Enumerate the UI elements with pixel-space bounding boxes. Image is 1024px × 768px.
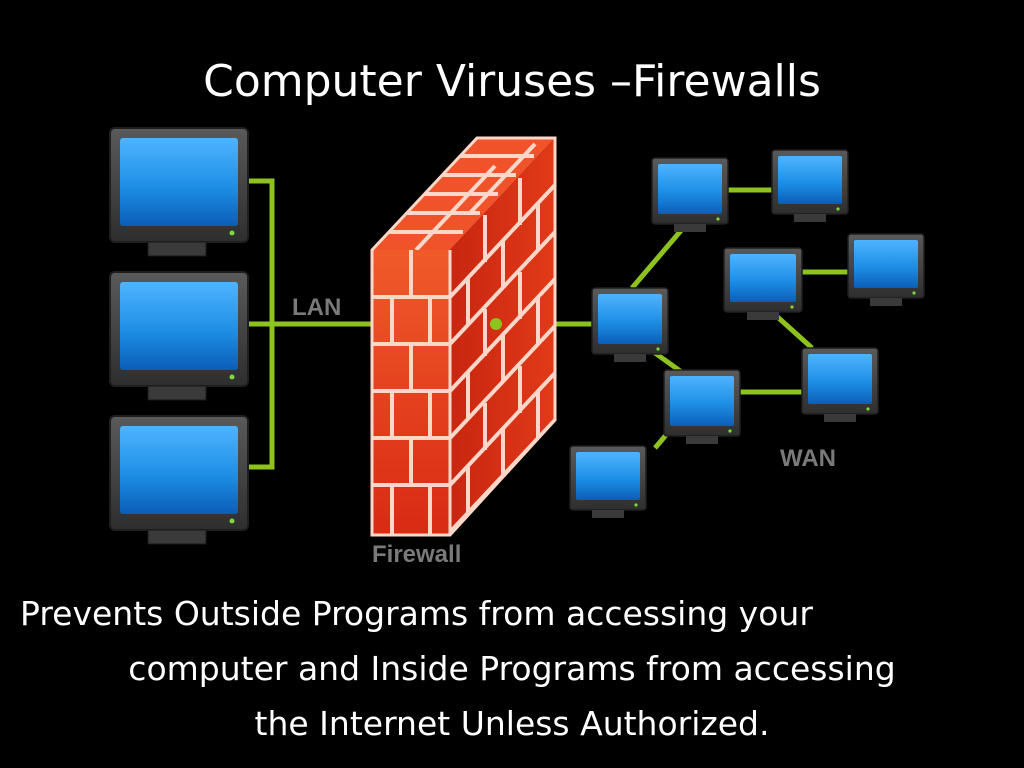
- lan-computer-3-icon: [109, 415, 249, 545]
- wan-computer-5-icon: [591, 287, 669, 362]
- firewall-label: Firewall: [372, 541, 461, 568]
- wan-computer-3-icon: [723, 247, 803, 320]
- brick-firewall-icon: [370, 136, 557, 537]
- firewall-connection-dot: [490, 318, 502, 330]
- slide-title: Computer Viruses –Firewalls: [203, 56, 821, 107]
- lan-computer-1-icon: [109, 127, 249, 257]
- lan-computer-2-icon: [109, 271, 249, 401]
- wan-computer-7-icon: [663, 369, 741, 444]
- wan-computer-6-icon: [801, 347, 879, 422]
- lan-label: LAN: [292, 294, 341, 321]
- wan-computer-1-icon: [651, 157, 729, 232]
- wan-label: WAN: [780, 445, 836, 472]
- wan-computer-4-icon: [847, 233, 925, 306]
- wan-computer-2-icon: [771, 149, 849, 222]
- wan-computer-8-icon: [569, 445, 647, 518]
- caption-line-3: the Internet Unless Authorized.: [254, 704, 770, 743]
- slide-caption: Prevents Outside Programs from accessing…: [20, 586, 1004, 751]
- lan-connection-lines: [248, 178, 372, 470]
- caption-line-2: computer and Inside Programs from access…: [128, 649, 896, 688]
- caption-line-1: Prevents Outside Programs from accessing…: [20, 594, 813, 633]
